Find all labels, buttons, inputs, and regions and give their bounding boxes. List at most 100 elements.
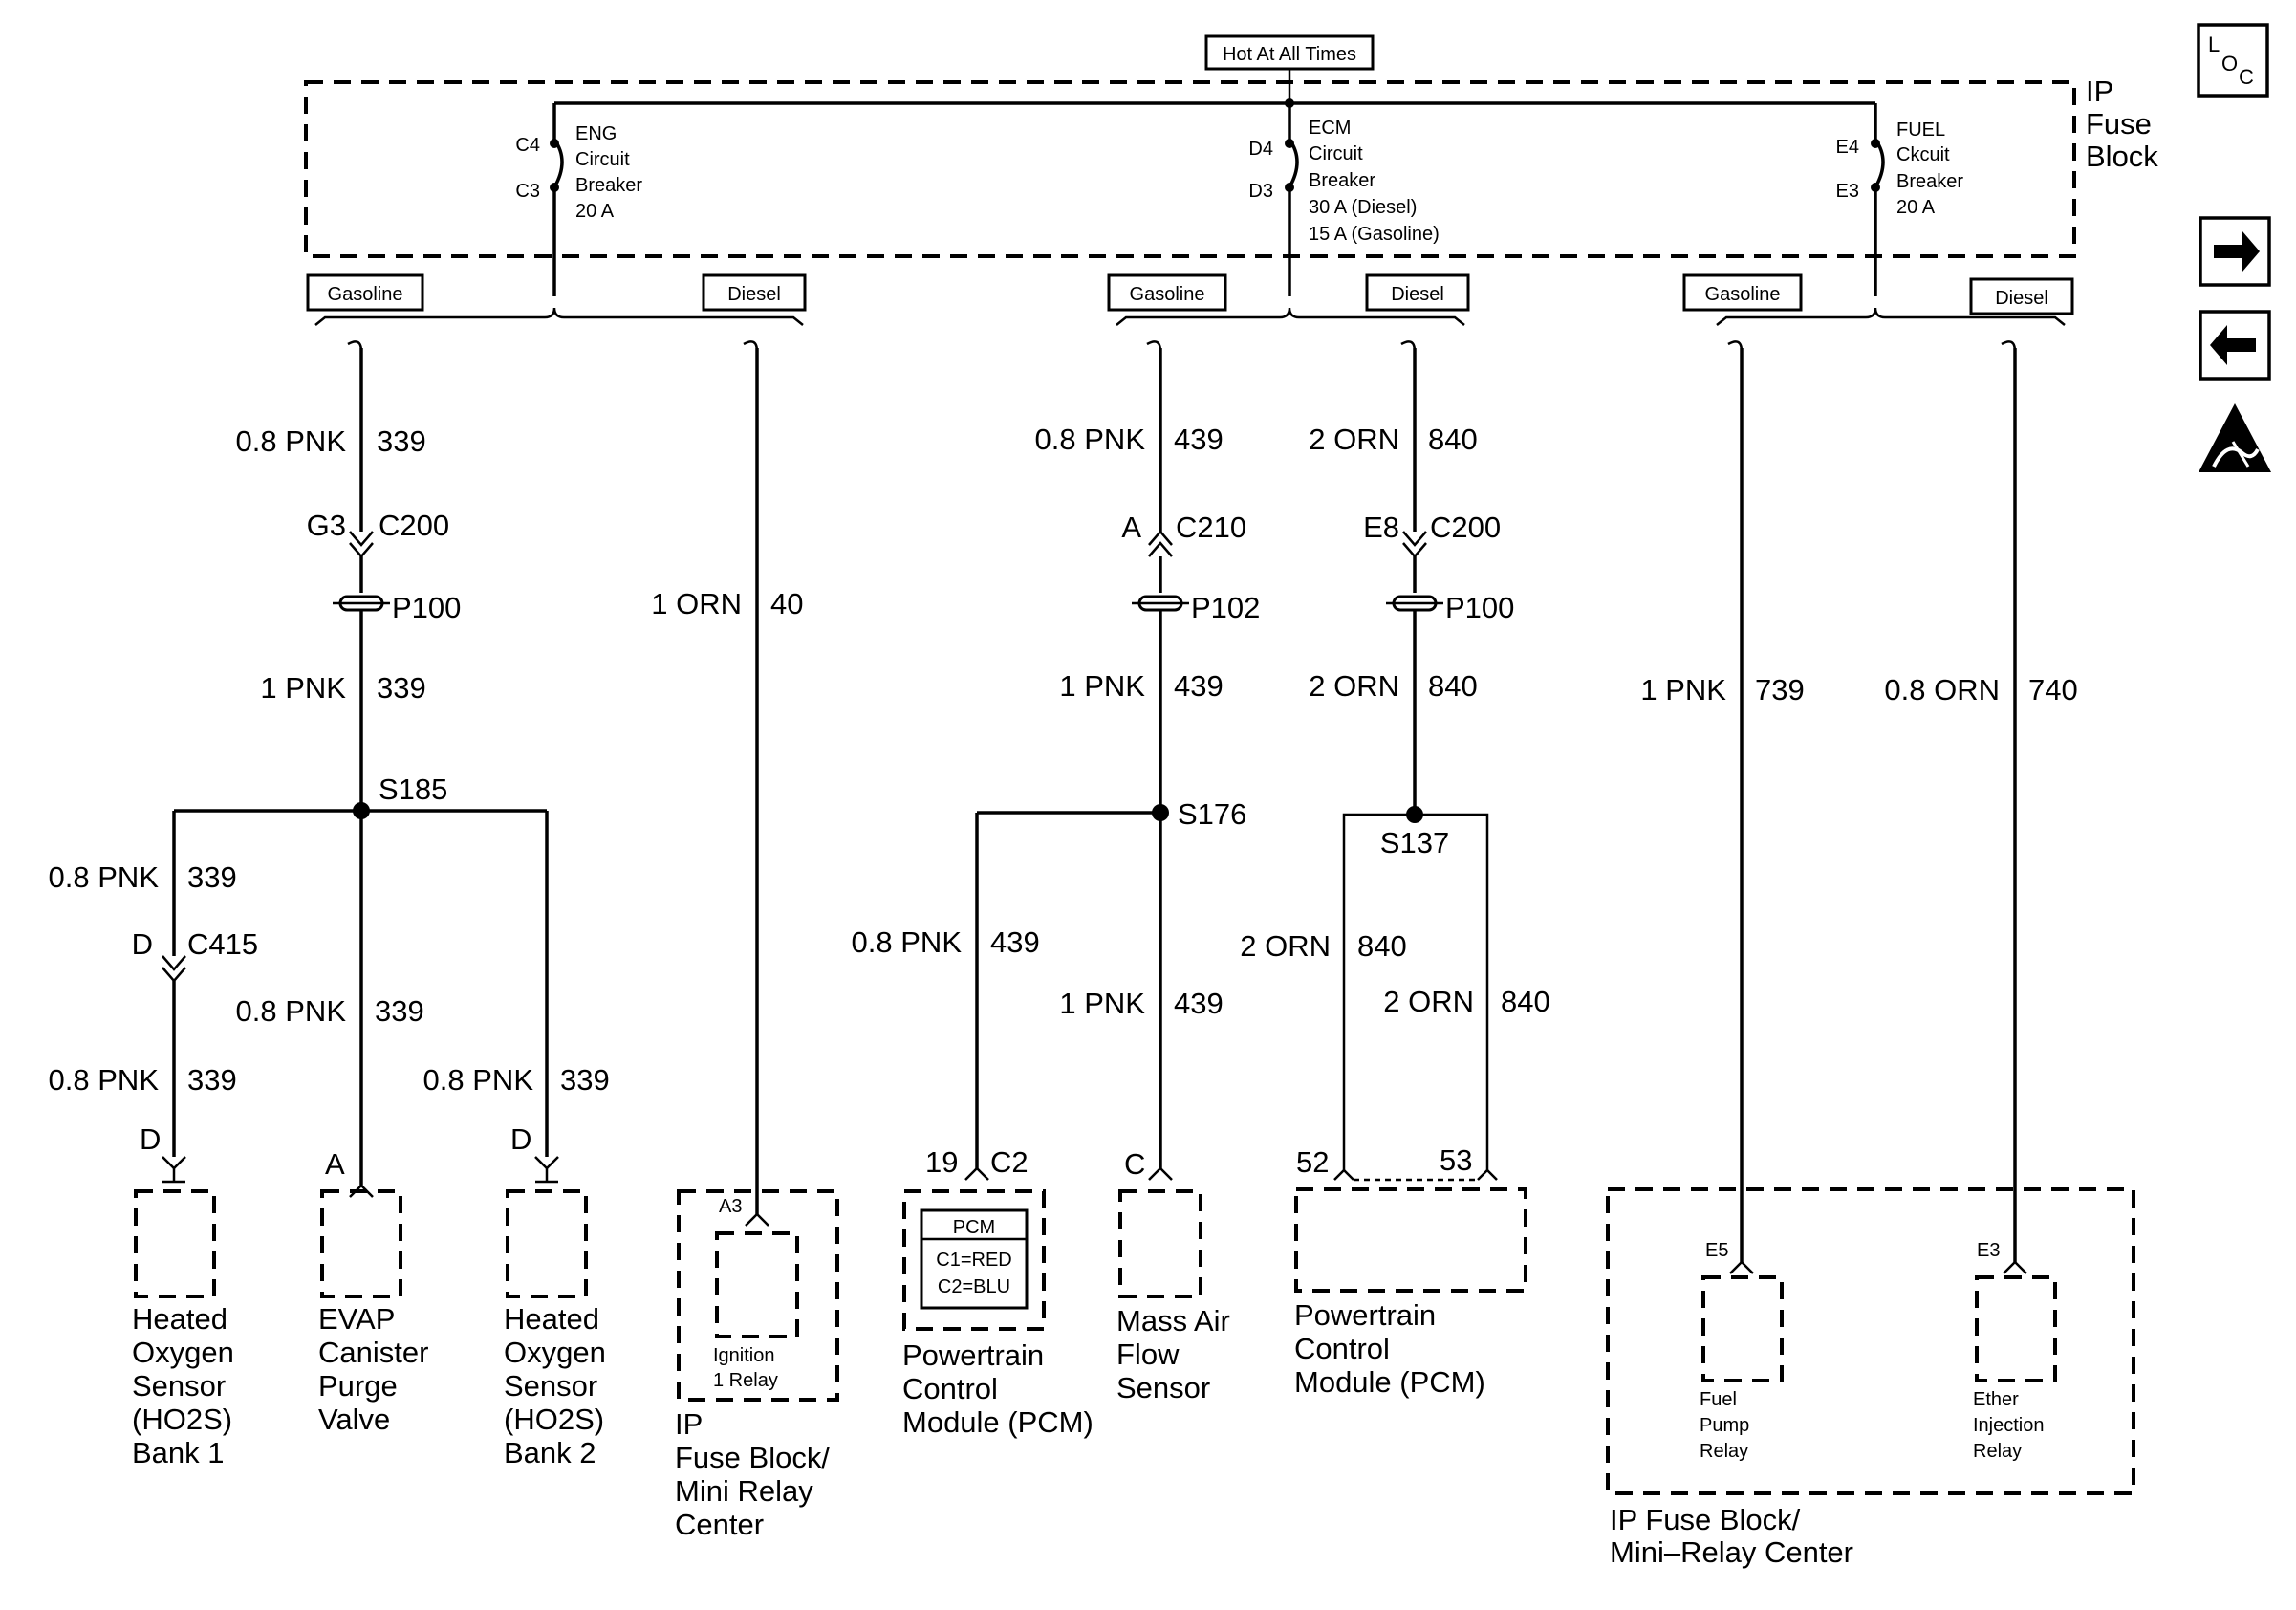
arrow-right-icon[interactable] (2199, 216, 2271, 287)
svg-text:Oxygen: Oxygen (132, 1336, 234, 1369)
svg-text:2 ORN: 2 ORN (1240, 929, 1331, 963)
svg-text:Ignition: Ignition (713, 1345, 775, 1366)
svg-text:Fuse Block/: Fuse Block/ (675, 1441, 830, 1474)
diesel-option-1: Diesel (727, 284, 781, 305)
svg-text:Mass Air: Mass Air (1116, 1304, 1230, 1338)
svg-text:Sensor: Sensor (1116, 1371, 1210, 1404)
svg-text:A3: A3 (719, 1196, 742, 1217)
svg-text:20 A: 20 A (1896, 197, 1936, 218)
svg-text:Circuit: Circuit (1309, 143, 1363, 164)
svg-text:A: A (325, 1147, 345, 1181)
ip-fuse-block-top: Hot At All Times IP Fuse Block C4 C3 ENG… (304, 34, 2158, 296)
gasoline-option-3: Gasoline (1705, 284, 1781, 305)
svg-text:339: 339 (187, 1063, 237, 1097)
ecm-circuit-breaker: D4 D3 ECM Circuit Breaker 30 A (Diesel) … (1248, 103, 1440, 296)
svg-text:Mini Relay: Mini Relay (675, 1474, 813, 1508)
splice-s185: S185 (379, 772, 447, 806)
svg-text:D: D (510, 1122, 531, 1156)
svg-text:IP Fuse Block/: IP Fuse Block/ (1610, 1503, 1801, 1536)
svg-text:D3: D3 (1248, 181, 1273, 202)
svg-text:Pump: Pump (1700, 1415, 1749, 1436)
svg-text:E8: E8 (1363, 511, 1399, 544)
svg-text:Flow: Flow (1116, 1338, 1180, 1371)
gasoline-option-2: Gasoline (1130, 284, 1205, 305)
circuit-439: 0.8 PNK 439 A C210 P102 1 PNK 439 S176 0… (852, 340, 1260, 1168)
svg-text:1 ORN: 1 ORN (651, 587, 742, 620)
ip-fuse-block-label-1: IP (2086, 75, 2113, 108)
loc-icon[interactable]: L O C (2197, 23, 2269, 98)
svg-text:1 PNK: 1 PNK (1059, 669, 1145, 703)
svg-text:Powertrain: Powertrain (1294, 1298, 1436, 1332)
svg-text:Center: Center (675, 1508, 764, 1541)
svg-text:Module (PCM): Module (PCM) (902, 1405, 1094, 1439)
svg-text:C1=RED: C1=RED (936, 1250, 1011, 1271)
svg-text:E4: E4 (1836, 137, 1859, 158)
svg-text:Fuel: Fuel (1700, 1389, 1737, 1410)
svg-text:0.8 PNK: 0.8 PNK (236, 424, 347, 458)
svg-text:840: 840 (1357, 929, 1407, 963)
svg-text:439: 439 (990, 925, 1040, 959)
svg-text:Control: Control (1294, 1332, 1390, 1365)
diesel-option-2: Diesel (1391, 284, 1444, 305)
svg-text:Purge: Purge (318, 1369, 398, 1403)
svg-text:30 A (Diesel): 30 A (Diesel) (1309, 197, 1417, 218)
svg-text:Circuit: Circuit (575, 149, 630, 170)
ip-fuse-block-label-2: Fuse (2086, 107, 2152, 141)
svg-text:IP: IP (675, 1407, 703, 1441)
circuit-40: 1 ORN 40 (651, 340, 803, 1214)
hot-at-all-times-label: Hot At All Times (1223, 44, 1356, 65)
evap-canister-purge-valve: A EVAP Canister Purge Valve (318, 1147, 428, 1436)
svg-text:C2: C2 (990, 1145, 1029, 1179)
splice-s176: S176 (1178, 797, 1246, 831)
svg-text:Relay: Relay (1973, 1441, 2022, 1462)
svg-text:Sensor: Sensor (132, 1369, 226, 1403)
svg-text:Injection: Injection (1973, 1415, 2045, 1436)
svg-text:Control: Control (902, 1372, 998, 1405)
svg-text:PCM: PCM (953, 1217, 995, 1238)
svg-text:0.8 PNK: 0.8 PNK (236, 994, 347, 1028)
svg-text:840: 840 (1428, 423, 1478, 456)
ip-fuse-block-label-3: Block (2086, 140, 2158, 173)
svg-text:0.8 PNK: 0.8 PNK (49, 860, 160, 894)
svg-text:C210: C210 (1176, 511, 1246, 544)
svg-text:ECM: ECM (1309, 118, 1351, 139)
svg-text:E5: E5 (1705, 1240, 1728, 1261)
svg-text:Heated: Heated (504, 1302, 599, 1336)
ho2s-bank-1: D Heated Oxygen Sensor (HO2S) Bank 1 (132, 1122, 234, 1469)
splice-s137: S137 (1380, 826, 1449, 859)
svg-text:Module (PCM): Module (PCM) (1294, 1365, 1485, 1399)
svg-text:L: L (2208, 33, 2220, 56)
svg-text:Bank 1: Bank 1 (132, 1436, 225, 1469)
svg-text:Mini–Relay Center: Mini–Relay Center (1610, 1535, 1853, 1569)
circuit-840: 2 ORN 840 E8 C200 P100 2 ORN 840 S137 2 … (1240, 340, 1550, 1170)
svg-text:Ether: Ether (1973, 1389, 2019, 1410)
svg-text:0.8 PNK: 0.8 PNK (852, 925, 963, 959)
svg-text:339: 339 (377, 671, 426, 705)
svg-text:339: 339 (375, 994, 424, 1028)
circuit-339: 0.8 PNK 339 G3 C200 P100 1 PNK 339 S185 … (49, 340, 610, 1186)
svg-text:Breaker: Breaker (575, 175, 642, 196)
svg-text:C3: C3 (515, 181, 540, 202)
svg-text:FUEL: FUEL (1896, 120, 1945, 141)
svg-text:0.8 PNK: 0.8 PNK (49, 1063, 160, 1097)
svg-text:Breaker: Breaker (1309, 170, 1375, 191)
svg-text:E3: E3 (1977, 1240, 2000, 1261)
arrow-left-icon[interactable] (2199, 310, 2271, 381)
svg-text:Canister: Canister (318, 1336, 428, 1369)
svg-text:1 PNK: 1 PNK (1640, 673, 1726, 707)
svg-text:A: A (1121, 511, 1141, 544)
svg-text:20 A: 20 A (575, 201, 615, 222)
svg-text:840: 840 (1428, 669, 1478, 703)
svg-text:P100: P100 (392, 591, 461, 624)
svg-text:D: D (132, 927, 153, 961)
svg-text:C: C (1124, 1147, 1145, 1181)
svg-text:439: 439 (1174, 423, 1224, 456)
svg-text:P102: P102 (1191, 591, 1260, 624)
svg-text:740: 740 (2028, 673, 2078, 707)
svg-text:439: 439 (1174, 987, 1224, 1020)
circuit-740: 0.8 ORN 740 (1884, 340, 2078, 1262)
mass-air-flow-sensor: C Mass Air Flow Sensor (1116, 1147, 1230, 1404)
svg-text:Sensor: Sensor (504, 1369, 597, 1403)
ho2s-bank-2: D Heated Oxygen Sensor (HO2S) Bank 2 (504, 1122, 606, 1469)
